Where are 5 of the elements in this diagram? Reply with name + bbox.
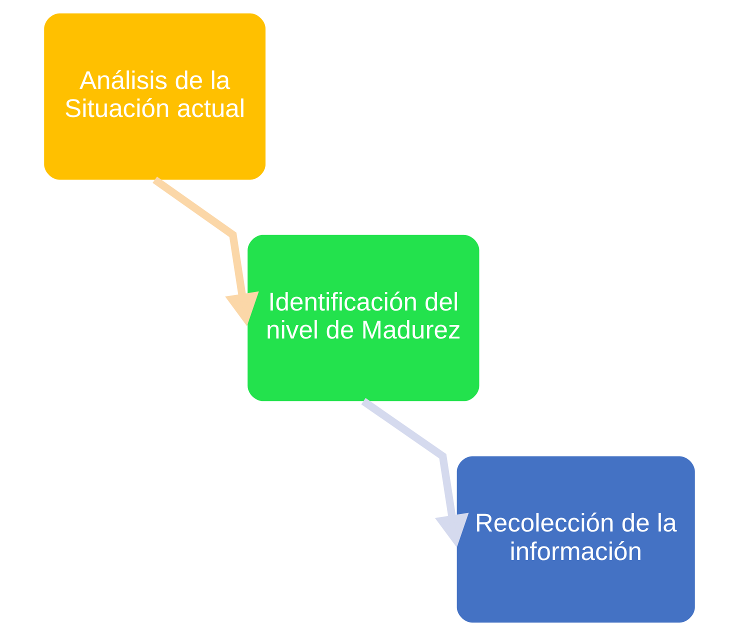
node-box: Recolección de la información [456,456,694,623]
node-box: Identificación del nivel de Madurez [247,234,479,402]
node-box: Análisis de la Situación actual [44,13,266,180]
arrow [360,398,468,548]
arrow [152,176,258,326]
